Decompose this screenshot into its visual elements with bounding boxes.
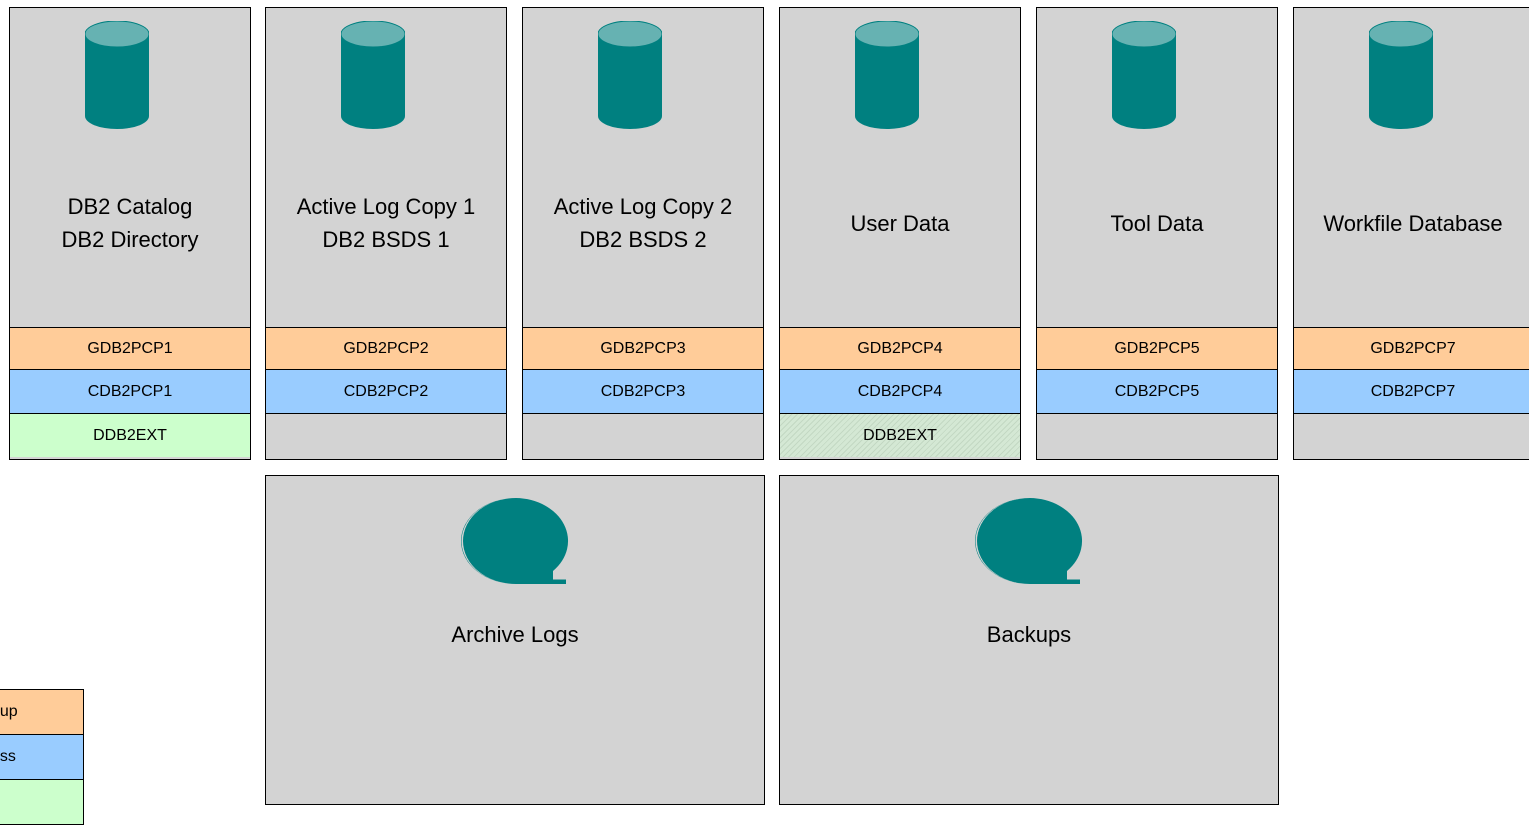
database-cylinder-icon: [855, 21, 919, 129]
storage-group-row: GDB2PCP1: [10, 327, 250, 369]
panel-title-line: Workfile Database: [1323, 210, 1503, 236]
storage-group-row: GDB2PCP2: [266, 327, 506, 369]
panel-backups: Backups: [779, 475, 1279, 805]
database-cylinder-icon: [1369, 21, 1433, 129]
panel-active-log-1: Active Log Copy 1 DB2 BSDS 1 GDB2PCP2 CD…: [265, 7, 507, 460]
panel-title-line: DB2 BSDS 1: [322, 227, 450, 252]
database-cylinder-icon: [598, 21, 662, 129]
empty-row: [266, 413, 506, 457]
panel-active-log-2: Active Log Copy 2 DB2 BSDS 2 GDB2PCP3 CD…: [522, 7, 764, 460]
empty-row: [523, 413, 763, 457]
panel-title-line: Tool Data: [1110, 210, 1204, 236]
storage-class-row: CDB2PCP4: [780, 369, 1020, 413]
storage-group-row: GDB2PCP3: [523, 327, 763, 369]
legend: oup ass: [0, 689, 84, 825]
storage-class-row: CDB2PCP2: [266, 369, 506, 413]
storage-class-row: CDB2PCP5: [1037, 369, 1277, 413]
panel-title: Active Log Copy 1 DB2 BSDS 1: [266, 168, 506, 278]
tape-panel-title: Archive Logs: [451, 622, 579, 647]
panel-title-line: Active Log Copy 1: [296, 194, 476, 219]
legend-item-data-class: [0, 780, 84, 825]
panel-user-data: User Data GDB2PCP4 CDB2PCP4 DDB2EXT: [779, 7, 1021, 460]
panel-title-line: Active Log Copy 2: [553, 194, 733, 219]
legend-item-storage-class: ass: [0, 735, 84, 780]
storage-class-row: CDB2PCP1: [10, 369, 250, 413]
panel-tool-data: Tool Data GDB2PCP5 CDB2PCP5: [1036, 7, 1278, 460]
empty-row: [1037, 413, 1277, 457]
panel-title: Active Log Copy 2 DB2 BSDS 2: [523, 168, 763, 278]
panel-archive-logs: Archive Logs: [265, 475, 765, 805]
panel-title-line: DB2 BSDS 2: [579, 227, 707, 252]
data-class-row: DDB2EXT: [10, 413, 250, 457]
legend-item-storage-group: oup: [0, 689, 84, 735]
data-class-row: DDB2EXT: [780, 413, 1020, 457]
tape-panel-title: Backups: [986, 622, 1072, 647]
storage-class-row: CDB2PCP7: [1294, 369, 1529, 413]
panel-title-line: DB2 Catalog: [67, 194, 193, 219]
tape-reel-icon: [975, 498, 1083, 584]
storage-group-row: GDB2PCP7: [1294, 327, 1529, 369]
panel-db2-catalog: DB2 Catalog DB2 Directory GDB2PCP1 CDB2P…: [9, 7, 251, 460]
panel-workfile-database: Workfile Database GDB2PCP7 CDB2PCP7: [1293, 7, 1529, 460]
panel-title: DB2 Catalog DB2 Directory: [10, 168, 250, 278]
storage-class-row: CDB2PCP3: [523, 369, 763, 413]
storage-group-row: GDB2PCP5: [1037, 327, 1277, 369]
storage-group-row: GDB2PCP4: [780, 327, 1020, 369]
database-cylinder-icon: [341, 21, 405, 129]
panel-title-line: DB2 Directory: [61, 227, 199, 252]
panel-title: Tool Data: [1037, 168, 1277, 278]
panel-title: User Data: [780, 168, 1020, 278]
database-cylinder-icon: [85, 21, 149, 129]
panel-title: Workfile Database: [1294, 168, 1529, 278]
database-cylinder-icon: [1112, 21, 1176, 129]
tape-reel-icon: [461, 498, 569, 584]
empty-row: [1294, 413, 1529, 457]
panel-title-line: User Data: [850, 210, 950, 236]
